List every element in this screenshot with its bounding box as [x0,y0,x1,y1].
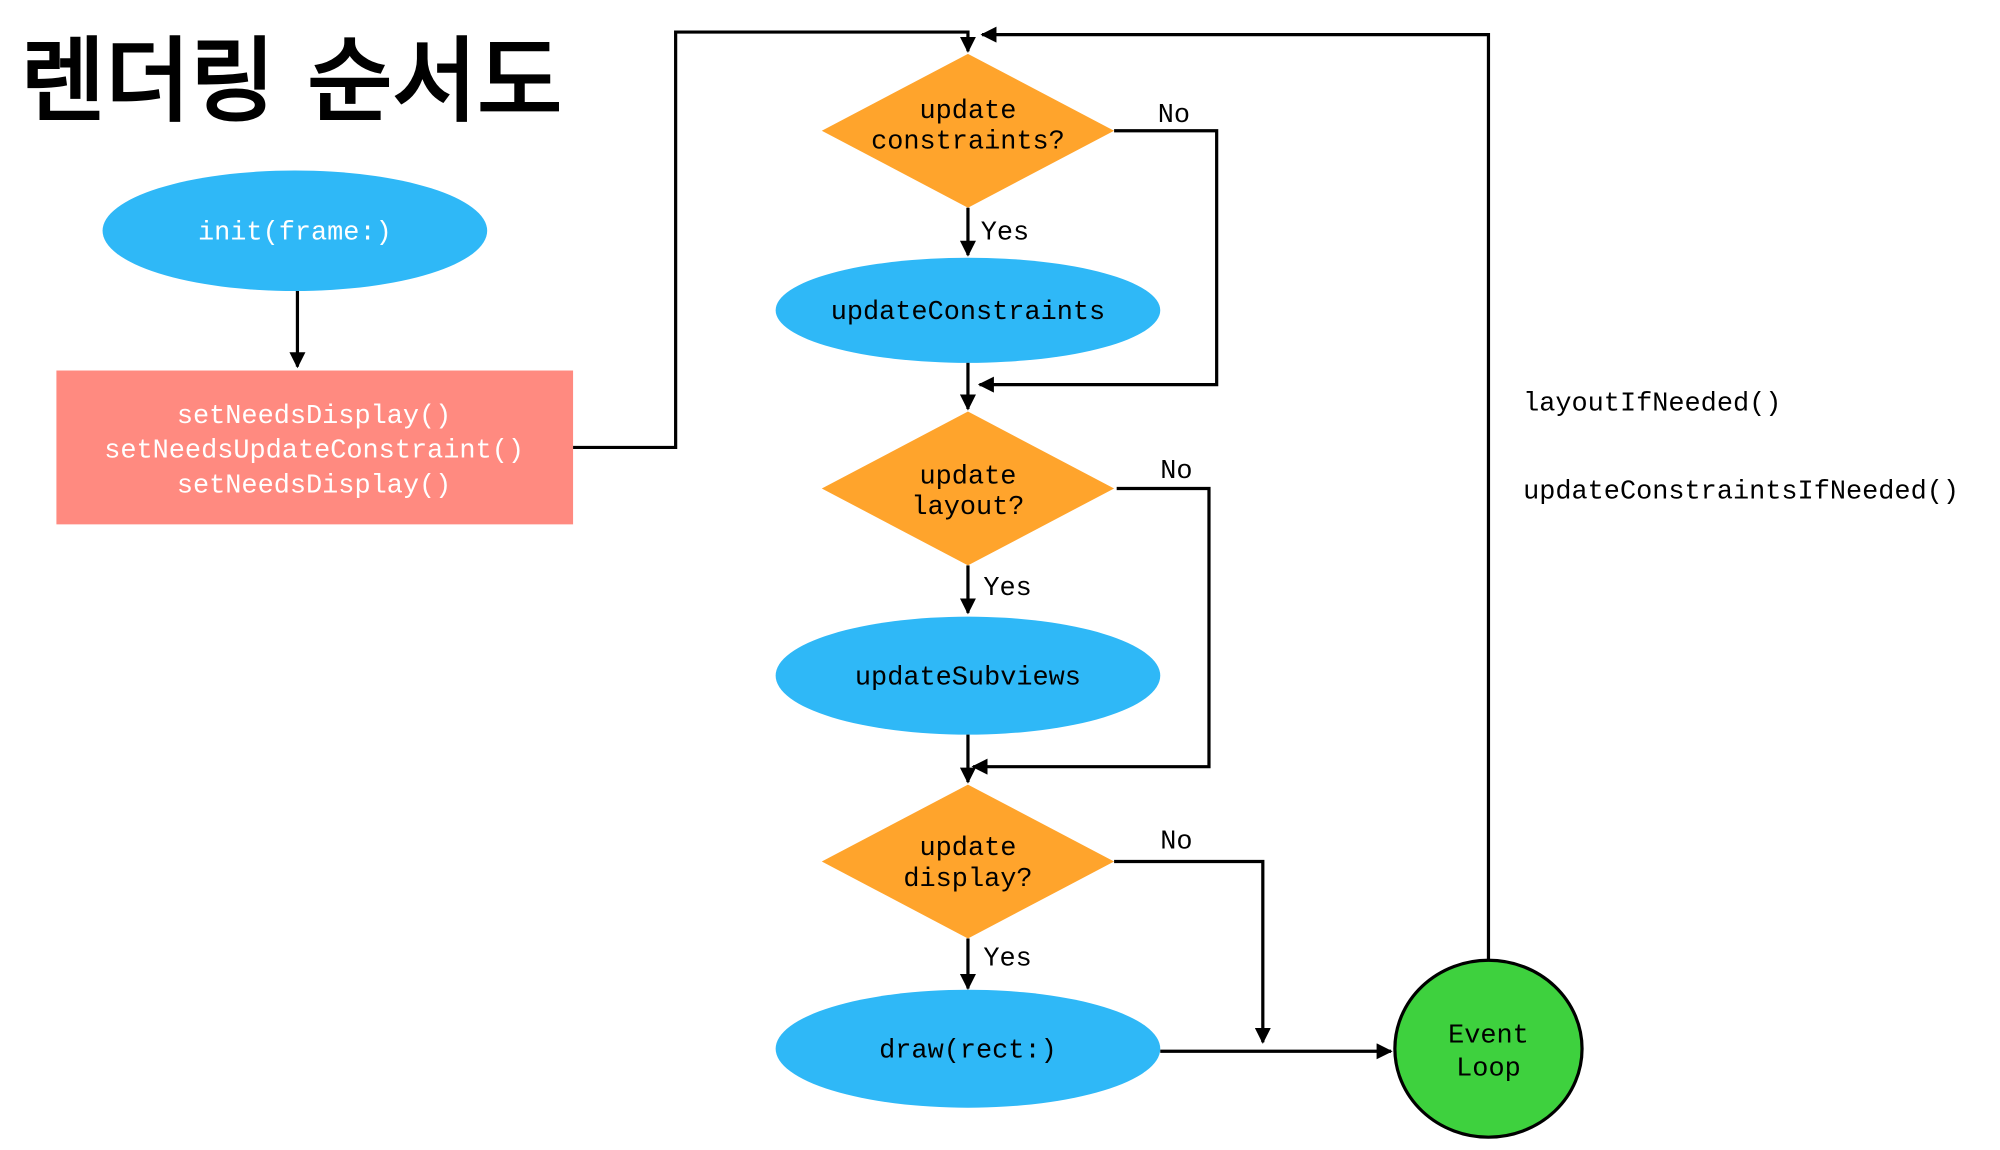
yes-label: Yes [983,574,1031,604]
edge-eventloop-to-start [980,26,1491,961]
no-label: No [1158,101,1190,131]
init-node [102,170,488,292]
event-loop-node [1393,958,1584,1139]
decision-display [821,784,1115,939]
decision-label: layout? [911,493,1024,523]
event-loop-label: Loop [1456,1055,1521,1085]
decision-label: constraints? [871,128,1065,158]
decision-label: update [920,834,1017,864]
decision-label: update [920,97,1017,127]
decision-layout [821,411,1115,566]
edge-display-no [1114,859,1271,1044]
edge-layout-no [971,486,1211,775]
side-note-layout-if-needed: layoutIfNeeded() [1523,389,1781,419]
edge-constraints-no [977,129,1219,393]
setter-label: setNeedsDisplay() [177,402,451,432]
edge-setters-to-constraints [573,30,976,450]
event-loop-label: Event [1448,1021,1529,1051]
page-title: 렌더링 순서도 [21,27,563,135]
decision-constraints [821,53,1115,208]
decision-label: update [920,462,1017,492]
decision-label: display? [903,865,1032,895]
draw-label: draw(rect:) [879,1037,1057,1067]
update-constraints-label: updateConstraints [831,298,1106,328]
side-note-update-constraints-if-needed: updateConstraintsIfNeeded() [1523,478,1959,508]
yes-label: Yes [983,944,1031,974]
update-subviews-node [775,616,1161,735]
setters-box [56,370,574,525]
update-constraints-node [775,257,1161,363]
update-subviews-label: updateSubviews [855,664,1081,694]
no-label: No [1160,828,1192,858]
setter-label: setNeedsUpdateConstraint() [104,437,524,467]
setter-label: setNeedsDisplay() [177,471,451,501]
yes-label: Yes [981,219,1029,249]
no-label: No [1160,457,1192,487]
draw-node [775,989,1161,1108]
init-label: init(frame:) [198,219,392,249]
